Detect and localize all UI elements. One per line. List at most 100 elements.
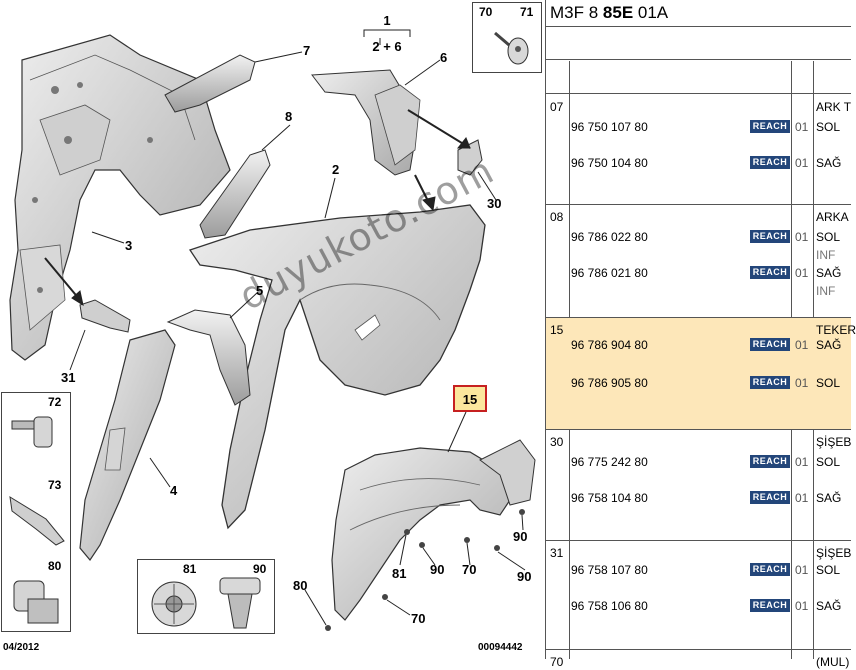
part-quantity: 01 bbox=[795, 376, 809, 390]
part-row[interactable]: 96 758 106 80 REACH 01 SAĞ bbox=[546, 597, 851, 615]
leader-lines bbox=[69, 51, 526, 626]
callout-70-a[interactable]: 70 bbox=[462, 562, 477, 577]
inset-label-73[interactable]: 73 bbox=[48, 478, 62, 492]
part-reference[interactable]: 96 758 106 80 bbox=[571, 599, 648, 613]
part-quantity: 01 bbox=[795, 491, 809, 505]
part-quantity: 01 bbox=[795, 455, 809, 469]
callout-81[interactable]: 81 bbox=[392, 566, 407, 581]
callout-7[interactable]: 7 bbox=[303, 43, 311, 58]
part-side: SOL bbox=[816, 376, 841, 390]
callout-31[interactable]: 31 bbox=[61, 370, 76, 385]
callout-30[interactable]: 30 bbox=[487, 196, 502, 211]
selected-part-highlight[interactable] bbox=[453, 385, 487, 412]
group-number: 15 bbox=[550, 323, 564, 337]
reach-badge: REACH bbox=[750, 599, 790, 612]
part-reference[interactable]: 96 775 242 80 bbox=[571, 455, 648, 469]
group-number: 70 bbox=[550, 655, 564, 669]
part-side: SAĞ bbox=[816, 338, 842, 352]
reach-badge: REACH bbox=[750, 230, 790, 243]
title-suffix: 01A bbox=[633, 3, 669, 22]
reach-badge: REACH bbox=[750, 120, 790, 133]
part-row[interactable]: 96 786 021 80 REACH 01 SAĞ INF bbox=[546, 264, 851, 298]
part-quantity: 01 bbox=[795, 156, 809, 170]
part-4-pillar[interactable] bbox=[79, 329, 176, 562]
part-side: SAĞ bbox=[816, 599, 842, 613]
group-number: 31 bbox=[550, 546, 564, 560]
inset-label-80[interactable]: 80 bbox=[48, 559, 62, 573]
part-quantity: 01 bbox=[795, 599, 809, 613]
part-reference[interactable]: 96 786 904 80 bbox=[571, 338, 648, 352]
part-30-clip[interactable] bbox=[457, 139, 483, 176]
part-reference[interactable]: 96 750 107 80 bbox=[571, 120, 648, 134]
fasteners bbox=[325, 509, 525, 631]
part-31-strip[interactable] bbox=[79, 299, 131, 333]
callout-90-b[interactable]: 90 bbox=[517, 569, 532, 584]
part-reference[interactable]: 96 786 905 80 bbox=[571, 376, 648, 390]
column-header-row bbox=[546, 61, 851, 94]
callout-80[interactable]: 80 bbox=[293, 578, 308, 593]
callout-90-c[interactable]: 90 bbox=[513, 529, 528, 544]
group-label-top: 1 bbox=[383, 13, 391, 28]
reach-badge: REACH bbox=[750, 338, 790, 351]
part-reference[interactable]: 96 758 104 80 bbox=[571, 491, 648, 505]
part-3-inner-structure[interactable] bbox=[9, 34, 231, 361]
part-note: INF bbox=[816, 284, 836, 298]
drawing-date: 04/2012 bbox=[3, 642, 40, 653]
group-description: ARKA bbox=[816, 210, 849, 224]
callout-4[interactable]: 4 bbox=[170, 483, 178, 498]
callout-90-a[interactable]: 90 bbox=[430, 562, 445, 577]
part-6-bracket[interactable] bbox=[311, 69, 421, 176]
reach-badge: REACH bbox=[750, 266, 790, 279]
part-side: SAĞ bbox=[816, 266, 842, 280]
callout-5[interactable]: 5 bbox=[256, 283, 264, 298]
part-15-wheel-arch-liner[interactable] bbox=[331, 439, 536, 621]
part-quantity: 01 bbox=[795, 230, 809, 244]
callout-6[interactable]: 6 bbox=[440, 50, 448, 65]
reach-badge: REACH bbox=[750, 156, 790, 169]
part-7-bracket[interactable] bbox=[164, 54, 256, 113]
group-number: 08 bbox=[550, 210, 564, 224]
screw-clip-icon bbox=[494, 31, 529, 65]
part-8-strip[interactable] bbox=[199, 149, 271, 239]
callout-15[interactable]: 15 bbox=[462, 392, 478, 407]
parts-list-title: M3F 8 85E 01A bbox=[546, 0, 851, 27]
inset-label-72[interactable]: 72 bbox=[48, 395, 62, 409]
bolt-icon bbox=[11, 416, 53, 448]
part-side: SAĞ bbox=[816, 491, 842, 505]
inset-label-70[interactable]: 70 bbox=[479, 5, 493, 19]
direction-arrows bbox=[44, 38, 471, 307]
inset-label-90[interactable]: 90 bbox=[253, 562, 267, 576]
push-clip-icon bbox=[13, 580, 59, 624]
group-bracket-icon bbox=[363, 29, 411, 37]
part-side: SOL bbox=[816, 455, 841, 469]
part-reference[interactable]: 96 786 021 80 bbox=[571, 266, 648, 280]
part-reference[interactable]: 96 758 107 80 bbox=[571, 563, 648, 577]
part-reference[interactable]: 96 750 104 80 bbox=[571, 156, 648, 170]
group-description: TEKER bbox=[816, 323, 856, 337]
inset-label-71[interactable]: 71 bbox=[520, 5, 534, 19]
inset-fasteners-81-90: 81 90 bbox=[137, 559, 275, 634]
diagram-artwork bbox=[9, 34, 536, 631]
part-reference[interactable]: 96 786 022 80 bbox=[571, 230, 648, 244]
part-quantity: 01 bbox=[795, 266, 809, 280]
callout-3[interactable]: 3 bbox=[125, 238, 133, 253]
callout-2[interactable]: 2 bbox=[332, 162, 340, 177]
part-5-liner-segment[interactable] bbox=[166, 309, 251, 406]
inset-fasteners-70-71: 70 71 bbox=[472, 2, 542, 73]
callout-8[interactable]: 8 bbox=[285, 109, 293, 124]
callout-70-b[interactable]: 70 bbox=[411, 611, 426, 626]
inset-label-81[interactable]: 81 bbox=[183, 562, 197, 576]
round-grommet-icon bbox=[151, 581, 197, 627]
